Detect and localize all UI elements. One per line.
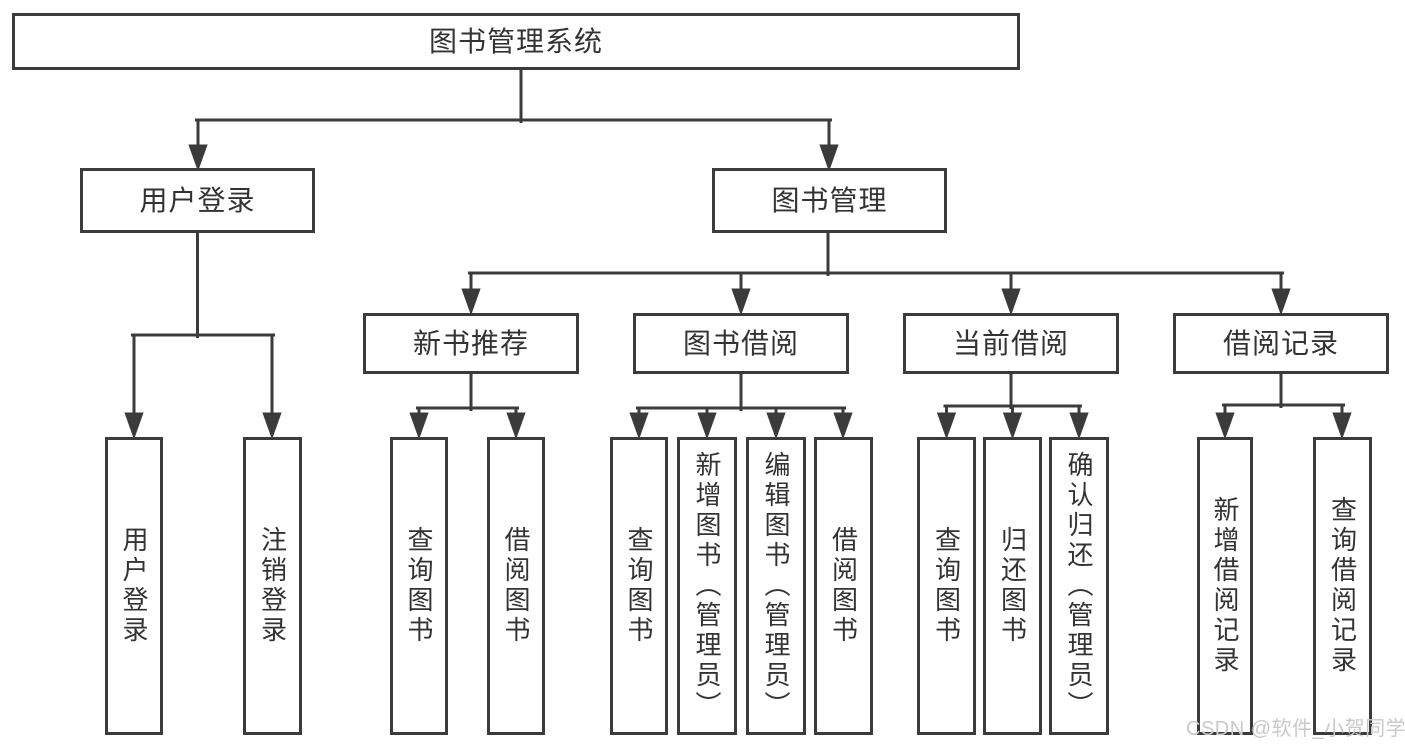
node-book-management-label: 图书管理 (771, 184, 888, 216)
leaf-confirm-return-admin: 确认归还（管理员） (1049, 437, 1109, 735)
node-book-management: 图书管理 (712, 168, 947, 233)
node-user-login: 用户登录 (80, 168, 315, 233)
arrowhead-icon (124, 412, 144, 440)
leaf-add-borrow-record: 新增借阅记录 (1197, 437, 1253, 735)
leaf-query-borrow-record-label: 查询借阅记录 (1327, 496, 1358, 676)
arrowhead-icon (1215, 412, 1235, 440)
connector-userlogin-to-leaves (124, 231, 282, 440)
arrowhead-icon (409, 412, 429, 440)
arrowhead-icon (188, 144, 208, 172)
arrowhead-icon (262, 412, 282, 440)
node-book-borrow-label: 图书借阅 (682, 327, 799, 359)
arrowhead-icon (506, 412, 526, 440)
leaf-logout: 注销登录 (243, 437, 302, 735)
node-book-borrow: 图书借阅 (633, 313, 849, 374)
connector-root-to-level1 (188, 68, 839, 172)
node-current-borrow-label: 当前借阅 (952, 327, 1069, 359)
leaf-query-books-recommend-label: 查询图书 (404, 526, 434, 646)
leaf-return-books: 归还图书 (983, 437, 1042, 735)
leaf-edit-books-admin-label: 编辑图书（管理员） (761, 451, 791, 721)
connector-bookborrow-to-leaves (629, 372, 853, 440)
leaf-query-books-borrow: 查询图书 (610, 437, 668, 735)
arrowhead-icon (697, 412, 717, 440)
leaf-return-books-label: 归还图书 (997, 526, 1028, 646)
csdn-watermark: CSDN @软件_小贺同学 (1186, 718, 1405, 740)
connector-currentborrow-to-leaves (936, 372, 1089, 440)
leaf-borrow-books-recommend: 借阅图书 (487, 437, 545, 735)
connector-newbook-to-leaves (409, 372, 526, 440)
node-new-book-recommend-label: 新书推荐 (412, 327, 529, 359)
node-borrow-record-label: 借阅记录 (1222, 327, 1339, 359)
leaf-edit-books-admin: 编辑图书（管理员） (746, 437, 806, 735)
node-user-login-label: 用户登录 (139, 184, 256, 216)
arrowhead-icon (731, 288, 751, 316)
node-new-book-recommend: 新书推荐 (363, 313, 579, 374)
arrowhead-icon (629, 412, 649, 440)
leaf-borrow-books-borrow: 借阅图书 (814, 437, 873, 735)
leaf-query-books-current: 查询图书 (917, 437, 976, 735)
leaf-add-borrow-record-label: 新增借阅记录 (1210, 496, 1240, 676)
root-box-label: 图书管理系统 (428, 25, 603, 57)
leaf-add-books-admin: 新增图书（管理员） (677, 437, 737, 735)
leaf-query-books-current-label: 查询图书 (931, 526, 962, 646)
leaf-query-books-borrow-label: 查询图书 (624, 526, 654, 646)
arrowhead-icon (766, 412, 786, 440)
arrowhead-icon (936, 412, 957, 440)
leaf-borrow-books-borrow-label: 借阅图书 (828, 526, 859, 646)
connector-borrowrecord-to-leaves (1215, 372, 1352, 440)
leaf-add-books-admin-label: 新增图书（管理员） (692, 451, 722, 721)
arrowhead-icon (461, 288, 481, 316)
arrowhead-icon (833, 412, 853, 440)
leaf-logout-label: 注销登录 (257, 526, 288, 646)
root-box-book-management-system: 图书管理系统 (12, 13, 1020, 70)
leaf-user-login-label: 用户登录 (119, 526, 149, 646)
arrowhead-icon (1002, 412, 1023, 440)
leaf-confirm-return-admin-label: 确认归还（管理员） (1064, 451, 1094, 721)
node-current-borrow: 当前借阅 (903, 313, 1119, 374)
arrowhead-icon (1332, 412, 1352, 440)
arrowhead-icon (1069, 412, 1089, 440)
arrowhead-icon (819, 144, 839, 172)
connector-bookmgmt-to-level2 (461, 231, 1291, 316)
node-borrow-record: 借阅记录 (1173, 313, 1389, 374)
leaf-query-borrow-record: 查询借阅记录 (1313, 437, 1372, 735)
arrowhead-icon (1001, 288, 1021, 316)
arrowhead-icon (1271, 288, 1291, 316)
leaf-borrow-books-recommend-label: 借阅图书 (501, 526, 531, 646)
leaf-query-books-recommend: 查询图书 (390, 437, 448, 735)
leaf-user-login: 用户登录 (105, 437, 163, 735)
